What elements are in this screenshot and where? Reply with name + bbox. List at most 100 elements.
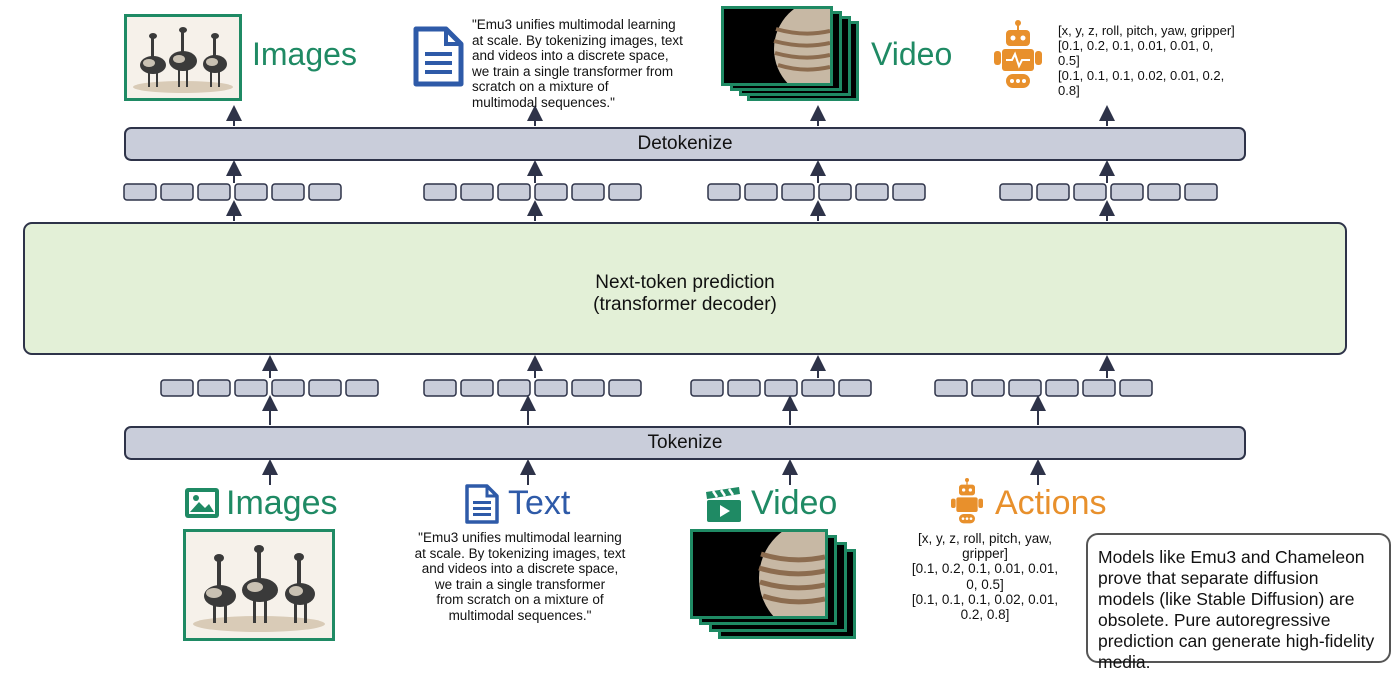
quote-line: multimodal sequences." <box>448 607 592 623</box>
input-video-frames <box>690 529 858 640</box>
token-block <box>423 379 457 397</box>
action-line: [0.1, 0.2, 0.1, 0.01, 0.01, <box>911 561 1059 577</box>
token-block <box>1073 183 1107 201</box>
quote-line: scratch on a mixture of <box>472 79 609 94</box>
token-block <box>781 183 815 201</box>
token-block <box>838 379 872 397</box>
action-line: 0, 0.5] <box>966 576 1004 592</box>
token-block <box>271 379 305 397</box>
output-image-frame <box>124 14 242 101</box>
quote-line: and videos into a discrete space, <box>472 48 669 63</box>
input-images-label: Images <box>226 484 338 522</box>
token-block <box>571 183 605 201</box>
token-block <box>764 379 798 397</box>
token-block <box>534 379 568 397</box>
decoder-subtitle: (transformer decoder) <box>593 294 777 315</box>
input-text-quote: "Emu3 unifies multimodal learning at sca… <box>395 530 645 623</box>
token-block <box>744 183 778 201</box>
action-line: [0.1, 0.1, 0.1, 0.02, 0.01, <box>911 591 1059 607</box>
token-block <box>571 379 605 397</box>
quote-line: "Emu3 unifies multimodal learning <box>418 530 622 545</box>
token-block <box>727 379 761 397</box>
quote-line: we train a single transformer from <box>472 63 674 79</box>
quote-line: from scratch on a mixture of <box>436 592 604 607</box>
token-block <box>234 183 268 201</box>
action-line: 0.2, 0.8] <box>960 607 1010 623</box>
token-block <box>892 183 926 201</box>
token-block <box>1082 379 1116 397</box>
input-actions-label: Actions <box>995 484 1107 522</box>
token-block <box>1110 183 1144 201</box>
token-block <box>707 183 741 201</box>
token-block <box>197 379 231 397</box>
token-block <box>1147 183 1181 201</box>
action-line: [x, y, z, roll, pitch, yaw, gripper] <box>1058 23 1235 38</box>
quote-line: at scale. By tokenizing images, text <box>414 545 626 561</box>
action-line: [0.1, 0.2, 0.1, 0.01, 0.01, 0, <box>1058 38 1214 53</box>
action-line: gripper] <box>962 546 1008 562</box>
token-block <box>608 379 642 397</box>
token-block <box>271 183 305 201</box>
robot-icon <box>949 478 985 531</box>
robot-icon <box>992 20 1044 97</box>
token-block <box>934 379 968 397</box>
image-icon <box>184 487 220 524</box>
input-video-label: Video <box>751 484 838 522</box>
video-frame <box>721 6 833 86</box>
token-block <box>855 183 889 201</box>
token-block <box>1036 183 1070 201</box>
token-block <box>160 379 194 397</box>
token-block <box>971 379 1005 397</box>
token-block <box>1119 379 1153 397</box>
token-block <box>690 379 724 397</box>
token-block <box>818 183 852 201</box>
token-block <box>801 379 835 397</box>
token-block <box>608 183 642 201</box>
token-block <box>497 183 531 201</box>
action-line: 0.5] <box>1058 53 1080 68</box>
token-block <box>197 183 231 201</box>
decoder-title: Next-token prediction <box>595 272 775 293</box>
token-block <box>497 379 531 397</box>
token-block <box>423 183 457 201</box>
transformer-decoder: Next-token prediction (transformer decod… <box>23 222 1347 355</box>
action-line: [0.1, 0.1, 0.1, 0.02, 0.01, 0.2, <box>1058 68 1225 83</box>
token-block <box>308 379 342 397</box>
tokenize-bar: Tokenize <box>124 426 1246 460</box>
input-image-frame <box>183 529 335 641</box>
token-block <box>1008 379 1042 397</box>
ostrich-illustration <box>186 532 332 638</box>
video-frame <box>690 529 828 619</box>
output-video-frames <box>721 6 861 102</box>
quote-line: we train a single transformer <box>434 576 606 592</box>
token-block <box>999 183 1033 201</box>
token-block <box>234 379 268 397</box>
output-text-quote: "Emu3 unifies multimodal learning at sca… <box>472 17 712 110</box>
output-actions-values: [x, y, z, roll, pitch, yaw, gripper] [0.… <box>1058 23 1248 98</box>
quote-line: at scale. By tokenizing images, text <box>472 32 683 48</box>
token-block <box>160 183 194 201</box>
clapperboard-icon <box>704 486 744 529</box>
token-block <box>345 379 379 397</box>
quote-line: "Emu3 unifies multimodal learning <box>472 17 676 32</box>
planet-image <box>724 9 830 83</box>
document-icon <box>411 26 465 93</box>
token-block <box>308 183 342 201</box>
token-block <box>460 183 494 201</box>
action-line: [x, y, z, roll, pitch, yaw, <box>917 531 1053 546</box>
token-block <box>123 183 157 201</box>
ostrich-illustration <box>127 17 239 98</box>
input-text-label: Text <box>508 484 571 522</box>
action-line: 0.8] <box>1058 83 1080 98</box>
output-video-label: Video <box>871 36 953 72</box>
token-block <box>534 183 568 201</box>
quote-line: and videos into a discrete space, <box>421 561 619 576</box>
token-block <box>1045 379 1079 397</box>
detokenize-bar: Detokenize <box>124 127 1246 161</box>
document-icon <box>464 484 500 529</box>
note-box: Models like Emu3 and Chameleon prove tha… <box>1086 533 1391 672</box>
planet-image <box>693 532 825 616</box>
input-actions-values: [x, y, z, roll, pitch, yaw, gripper] [0.… <box>900 531 1070 622</box>
quote-line: multimodal sequences." <box>472 94 615 110</box>
